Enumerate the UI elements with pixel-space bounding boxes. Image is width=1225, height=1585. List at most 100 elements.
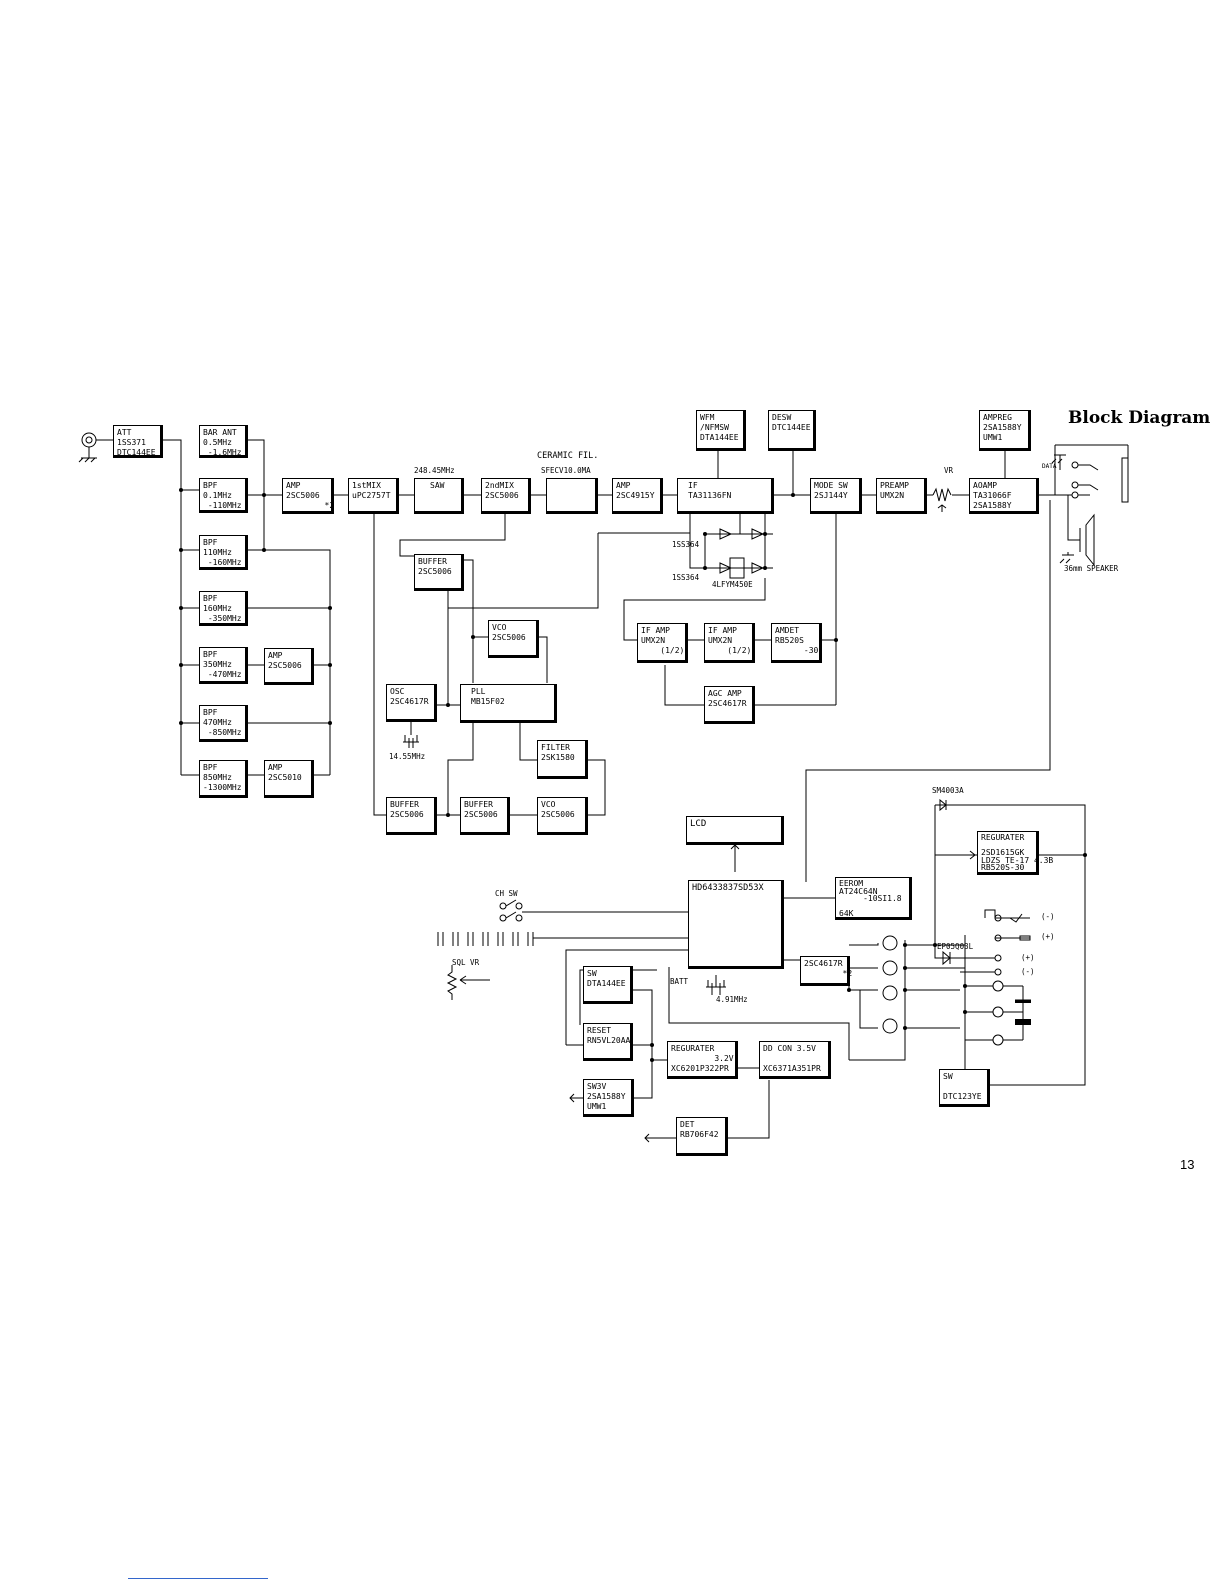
bpf5-block: BPF 470MHz -850MHz	[199, 705, 248, 742]
amp-850-text: AMP 2SC5010	[268, 763, 302, 782]
cpu-block: HD6433837SD53X	[688, 880, 784, 969]
preamp-text: PREAMP UMX2N	[880, 481, 909, 500]
if-amp2-text: IF AMP UMX2N (1/2)	[708, 626, 752, 655]
sql-vr-label: SQL VR	[452, 958, 480, 967]
1st-mix-block: 1stMIX uPC2757T	[348, 478, 399, 514]
att-text: ATT 1SS371 DTC144EE	[117, 428, 156, 457]
buffer3-text: BUFFER 2SC5006	[464, 800, 498, 819]
bpf1-text: BPF 0.1MHz -110MHz	[203, 481, 242, 510]
lcd-text: LCD	[690, 819, 707, 829]
wfm-sw-block: WFM /NFMSW DTA144EE	[696, 410, 746, 451]
amp-350-text: AMP 2SC5006	[268, 651, 302, 670]
sm4003a-label: SM4003A	[932, 786, 964, 795]
eerom-text: EEROM AT24C64N -10SI1.8 64K	[839, 879, 902, 918]
buffer2-block: BUFFER 2SC5006	[386, 797, 437, 835]
battery-plus-label: (+)	[1021, 953, 1035, 962]
mode-sw-block: MODE SW 2SJ144Y	[810, 478, 862, 514]
transistor-pair-text: 2SC4617R *2	[804, 959, 853, 978]
sw-dtc-block: SW DTC123YE	[939, 1069, 990, 1107]
xtal2-label: 4.91MHz	[716, 995, 748, 1004]
bpf6-text: BPF 850MHz -1300MHz	[203, 763, 242, 792]
ceramic-filter-part: SFECV10.0MA	[541, 466, 591, 475]
ceramic-filter-block	[546, 478, 598, 514]
agc-amp-block: AGC AMP 2SC4617R	[704, 686, 755, 724]
saw-frequency-label: 248.45MHz	[414, 466, 455, 475]
ampreg-block: AMPREG 2SA1588Y UMW1	[979, 410, 1031, 451]
ampreg-text: AMPREG 2SA1588Y UMW1	[983, 413, 1022, 442]
osc-block: OSC 2SC4617R	[386, 684, 437, 722]
regurater-32-text: REGURATER 3.2V XC6201P322PR	[671, 1044, 734, 1073]
att-block: ATT 1SS371 DTC144EE	[113, 425, 163, 458]
wfm-sw-text: WFM /NFMSW DTA144EE	[700, 413, 739, 442]
rf-amp-block: AMP 2SC5006 *2	[282, 478, 334, 514]
filter-455-label: 4LFYM450E	[712, 580, 753, 589]
amp-850-block: AMP 2SC5010	[264, 760, 314, 798]
jack-minus-label: (-)	[1041, 912, 1055, 921]
sw-dta-text: SW DTA144EE	[587, 969, 626, 988]
if-ic-text: IF TA31136FN	[688, 481, 732, 500]
1st-mix-text: 1stMIX uPC2757T	[352, 481, 391, 500]
data-label: DATA	[1042, 463, 1057, 470]
aoamp-block: AOAMP TA31066F 2SA1588Y	[969, 478, 1039, 514]
osc-text: OSC 2SC4617R	[390, 687, 429, 706]
sw-dta-block: SW DTA144EE	[583, 966, 633, 1004]
bpf3-text: BPF 160MHz -350MHz	[203, 594, 242, 623]
bpf1-block: BPF 0.1MHz -110MHz	[199, 478, 248, 513]
det-block: DET RB706F42	[676, 1117, 728, 1156]
vco2-text: VCO 2SC5006	[541, 800, 575, 819]
footer-rule	[128, 1578, 268, 1579]
eerom-block: EEROM AT24C64N -10SI1.8 64K	[835, 877, 912, 920]
antenna-connector	[81, 432, 97, 448]
bpf4-block: BPF 350MHz -470MHz	[199, 647, 248, 684]
diagram-title: Block Diagram	[1068, 408, 1211, 428]
desw-block: DESW DTC144EE	[768, 410, 816, 451]
page-number: 13	[1180, 1157, 1195, 1172]
buffer3-block: BUFFER 2SC5006	[460, 797, 510, 835]
diode1-label: 1SS364	[672, 540, 700, 549]
sw-dtc-text: SW DTC123YE	[943, 1072, 982, 1101]
buffer1-text: BUFFER 2SC5006	[418, 557, 452, 576]
bpf2-block: BPF 110MHz -160MHz	[199, 535, 248, 570]
ep05q03l-label: EP05Q03L	[937, 942, 974, 951]
agc-amp-text: AGC AMP 2SC4617R	[708, 689, 747, 708]
if-amp2-block: IF AMP UMX2N (1/2)	[704, 623, 755, 663]
sw3v-block: SW3V 2SA1588Y UMW1	[583, 1079, 634, 1117]
diode2-label: 1SS364	[672, 573, 700, 582]
ceramic-filter-title: CERAMIC FIL.	[537, 451, 599, 461]
pll-block: PLL MB15F02	[460, 684, 557, 723]
if-amp-text: AMP 2SC4915Y	[616, 481, 655, 500]
regurater-right-block: REGURATER 2SD1615GK LDZS TE-17 4.3B RB52…	[977, 831, 1053, 875]
filter-block: FILTER 2SK1580	[537, 740, 588, 779]
if-amp-block: AMP 2SC4915Y	[612, 478, 663, 514]
regurater-right-text: REGURATER 2SD1615GK LDZS TE-17 4.3B RB52…	[981, 833, 1054, 872]
vr-label: VR	[944, 466, 954, 475]
dd-con-text: DD CON 3.5V XC6371A351PR	[763, 1044, 821, 1073]
cpu-text: HD6433837SD53X	[692, 883, 764, 893]
regurater-32-block: REGURATER 3.2V XC6201P322PR	[667, 1041, 738, 1079]
buffer1-block: BUFFER 2SC5006	[414, 554, 464, 591]
battery-minus-label: (-)	[1021, 967, 1035, 976]
dd-con-block: DD CON 3.5V XC6371A351PR	[759, 1041, 831, 1079]
if-amp1-text: IF AMP UMX2N (1/2)	[641, 626, 685, 655]
transistor-pair-block: 2SC4617R *2	[800, 956, 853, 986]
sw3v-text: SW3V 2SA1588Y UMW1	[587, 1082, 626, 1111]
jack-plus-label: (+)	[1041, 932, 1055, 941]
mode-sw-text: MODE SW 2SJ144Y	[814, 481, 848, 500]
filter-text: FILTER 2SK1580	[541, 743, 575, 762]
speaker-label: 36mm SPEAKER	[1064, 564, 1119, 573]
2nd-mix-block: 2ndMIX 2SC5006	[481, 478, 531, 514]
ch-sw-label: CH SW	[495, 889, 518, 898]
desw-text: DESW DTC144EE	[772, 413, 811, 432]
bpf3-block: BPF 160MHz -350MHz	[199, 591, 248, 626]
if-ic-block: IF TA31136FN	[677, 478, 774, 514]
pll-text: PLL MB15F02	[471, 687, 505, 706]
bpf4-text: BPF 350MHz -470MHz	[203, 650, 242, 679]
batt-label: BATT	[670, 977, 689, 986]
buffer2-text: BUFFER 2SC5006	[390, 800, 424, 819]
rf-amp-text: AMP 2SC5006 *2	[286, 481, 335, 510]
bpf2-text: BPF 110MHz -160MHz	[203, 538, 242, 567]
amp-350-block: AMP 2SC5006	[264, 648, 314, 685]
bar-ant-text: BAR ANT 0.5MHz -1.6MHz	[203, 428, 242, 457]
reset-text: RESET RN5VL20AA	[587, 1026, 631, 1045]
